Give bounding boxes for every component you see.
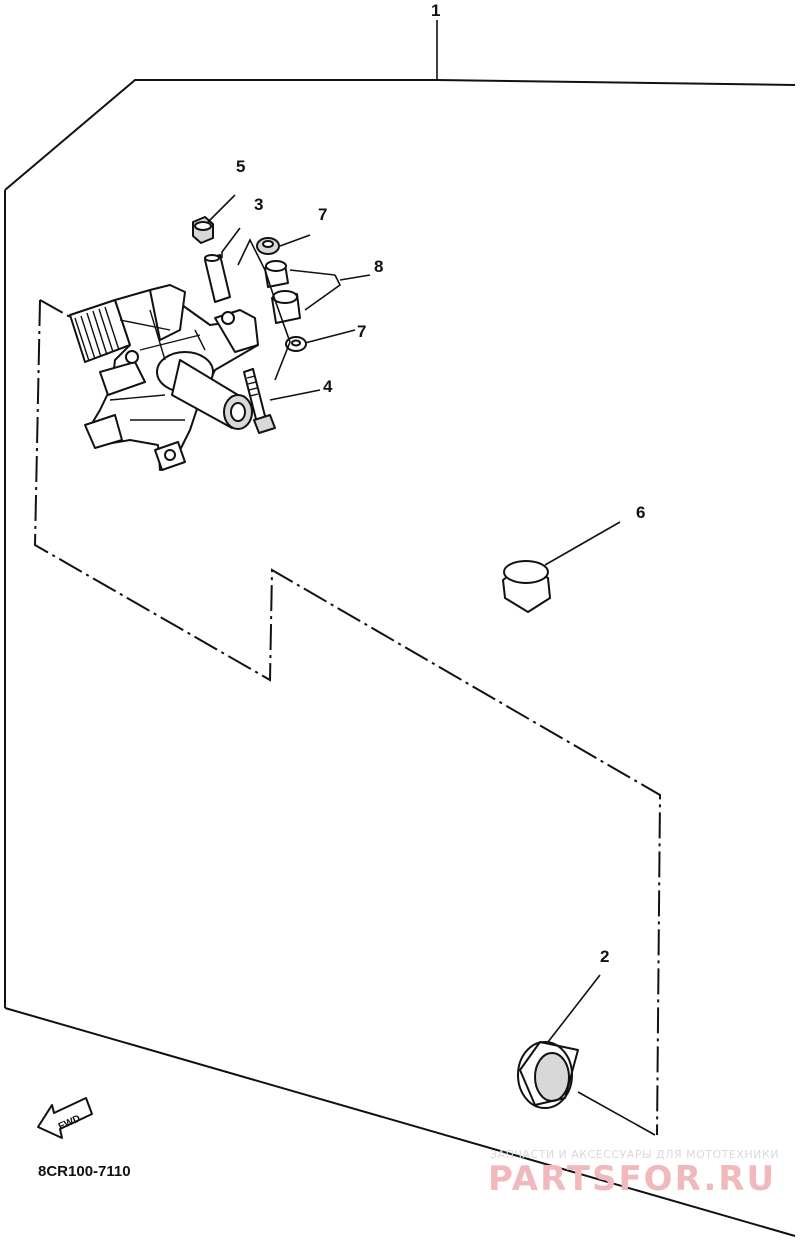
- callout-7a: 7: [318, 205, 327, 224]
- callout-1: 1: [431, 1, 440, 20]
- part-7-washer-top: [256, 237, 280, 255]
- part-3-pin: [204, 254, 231, 303]
- part-7-washer-bottom: [285, 336, 307, 352]
- sub-assembly-outline: [33, 299, 662, 1136]
- fwd-arrow-icon: FWD: [37, 1097, 93, 1139]
- sheave-assembly-illustration: [69, 284, 259, 471]
- watermark-tagline: ЗАПЧАСТИ И АКСЕССУАРЫ ДЛЯ МОТОТЕХНИКИ: [490, 1148, 779, 1161]
- part-6-bushing: [502, 560, 551, 613]
- callout-4: 4: [323, 377, 333, 396]
- callout-7b: 7: [357, 322, 366, 341]
- part-2-bushing: [517, 1041, 579, 1109]
- part-5-nut: [192, 216, 214, 244]
- part-8-bushing-large: [271, 290, 301, 324]
- callout-8: 8: [374, 257, 383, 276]
- leader-lines: [207, 194, 656, 1136]
- watermark-brand: PARTSFOR.RU: [488, 1159, 776, 1199]
- part-4-bolt: [243, 368, 276, 434]
- callout-6: 6: [636, 503, 645, 522]
- part-8-bushing-small: [264, 260, 289, 288]
- assembly-frame: [4, 20, 796, 1237]
- watermark: ЗАПЧАСТИ И АКСЕССУАРЫ ДЛЯ МОТОТЕХНИКИ PA…: [488, 1148, 779, 1199]
- callout-labels: 1 2 3 4 5 6 7 7 8: [236, 1, 645, 966]
- callout-3: 3: [254, 195, 263, 214]
- callout-2: 2: [600, 947, 609, 966]
- callout-5: 5: [236, 157, 245, 176]
- figure-code: 8CR100-7110: [38, 1163, 131, 1180]
